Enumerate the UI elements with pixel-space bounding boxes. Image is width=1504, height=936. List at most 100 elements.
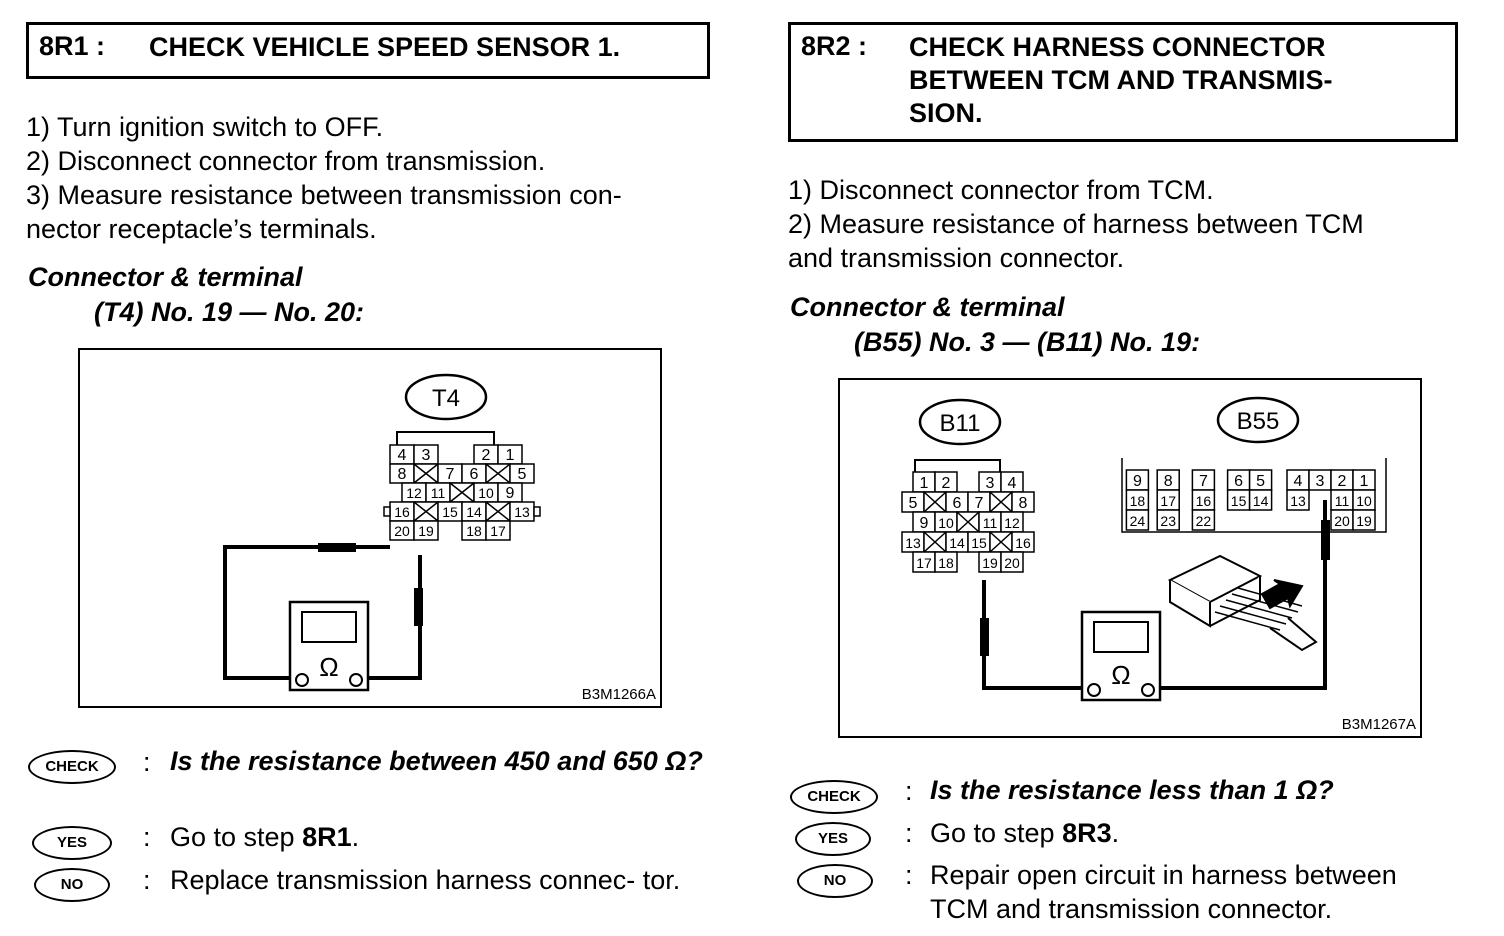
no-text-line-1: Repair open circuit in harness between (930, 860, 1397, 890)
empty-cavity-mark (449, 482, 475, 503)
b55-housing (1121, 458, 1387, 533)
t4-pin-7: 7 (446, 466, 455, 483)
b11-pin-15: 15 (971, 535, 987, 551)
b11-pin-4: 4 (1008, 475, 1017, 492)
step-8r1-header: 8R1 : CHECK VEHICLE SPEED SENSOR 1. (26, 22, 710, 79)
t4-pin-20: 20 (394, 523, 410, 539)
t4-pin-14: 14 (466, 504, 482, 520)
ohm-symbol: Ω (1111, 660, 1130, 690)
t4-pin-16: 16 (394, 504, 410, 520)
figure-code: B3M1267A (1342, 716, 1416, 733)
t4-label-oval (404, 373, 488, 421)
empty-cavity-mark (956, 511, 980, 533)
lead-wire-right (352, 555, 422, 680)
b11-label-oval (918, 398, 1002, 446)
yes-text: Go to step 8R1. (170, 820, 359, 854)
step-title-line-2: BETWEEN TCM AND TRANSMIS- (909, 65, 1333, 95)
b11-pin-2: 2 (942, 475, 951, 492)
step-title-line-3: SION. (909, 98, 983, 128)
b11-pin-19: 19 (982, 555, 998, 571)
b55-pin-17: 17 (1160, 493, 1176, 509)
figure-code: B3M1266A (582, 686, 656, 703)
no-colon: : (905, 860, 913, 890)
b11-pin-10: 10 (938, 515, 954, 531)
probe-left (318, 543, 356, 552)
b55-pin-13-cell (1286, 489, 1310, 511)
no-text: Replace transmission harness connec- tor… (170, 865, 681, 895)
b11-pin-3: 3 (986, 475, 995, 492)
instruction-list: 1) Disconnect connector from TCM. 2) Mea… (788, 173, 1468, 275)
t4-side-tab (383, 506, 391, 517)
yes-badge: YES (795, 822, 871, 856)
b55-pin-15: 15 (1231, 493, 1247, 509)
b55-pin-23: 23 (1160, 513, 1176, 529)
b11-pin-14: 14 (949, 535, 965, 551)
probe-right (414, 588, 423, 626)
empty-cavity-mark (413, 463, 439, 484)
empty-cavity-mark (989, 531, 1013, 553)
meter-jack-2 (349, 673, 363, 687)
t4-pin-12: 12 (406, 485, 422, 501)
b55-pin-4: 4 (1294, 473, 1303, 490)
no-text: Repair open circuit in harness between T… (930, 858, 1397, 926)
t4-label: T4 (432, 385, 460, 412)
t4-pin-3: 3 (422, 447, 431, 464)
b55-pin-11: 11 (1335, 493, 1350, 509)
b55-pin-6: 6 (1234, 473, 1243, 490)
empty-cavity-mark (413, 501, 439, 522)
empty-cavity-mark (989, 491, 1013, 513)
step-8r2-header: 8R2 : CHECK HARNESS CONNECTOR BETWEEN TC… (788, 22, 1458, 142)
b55-pin-7: 7 (1199, 473, 1208, 490)
check-colon: : (143, 747, 151, 777)
instruction-2: 2) Disconnect connector from transmissio… (26, 146, 546, 176)
b11-pin-16: 16 (1015, 535, 1031, 551)
b55-pin-8: 8 (1164, 473, 1173, 490)
lead-wire-left (223, 545, 390, 680)
check-question: Is the resistance less than 1 Ω? (930, 775, 1334, 805)
b55-pin-1: 1 (1360, 473, 1369, 490)
b55-pin-5: 5 (1256, 473, 1265, 490)
b11-pin-13: 13 (905, 535, 921, 551)
t4-pin-10: 10 (478, 485, 494, 501)
yes-text: Go to step 8R3. (930, 816, 1119, 850)
check-question: Is the resistance between 450 and 650 Ω? (170, 746, 703, 776)
yes-colon: : (143, 822, 151, 852)
meter-jack-1 (1087, 683, 1101, 697)
empty-cavity-mark (485, 463, 511, 484)
b55-pin-20: 20 (1334, 513, 1350, 529)
yes-suffix: . (1111, 818, 1120, 848)
instruction-3: 3) Measure resistance between transmissi… (26, 180, 622, 210)
b11-pin-1: 1 (920, 475, 929, 492)
yes-suffix: . (351, 822, 360, 852)
b11-pin-11: 11 (983, 515, 998, 531)
t4-pin-19: 19 (418, 523, 434, 539)
t4-pin-6: 6 (470, 466, 479, 483)
t4-pin-19-cell (413, 520, 439, 541)
lead-wire-b55 (1150, 500, 1327, 690)
yes-prefix: Go to step (170, 822, 303, 852)
b11-pin-8: 8 (1019, 495, 1028, 512)
b11-pin-9: 9 (920, 515, 929, 532)
step-id: 8R2 : (801, 31, 868, 61)
empty-cavity-mark (485, 501, 511, 522)
t4-pin-5: 5 (518, 466, 527, 483)
b11-lock-tab (914, 459, 1001, 472)
b55-pin-3: 3 (1316, 473, 1325, 490)
ohm-symbol: Ω (319, 652, 338, 682)
t4-pin-15: 15 (442, 504, 458, 520)
probe-b55 (1321, 520, 1330, 560)
yes-step-link[interactable]: 8R3 (1062, 818, 1112, 848)
instruction-1: 1) Disconnect connector from TCM. (788, 175, 1214, 205)
b55-pin-18: 18 (1130, 493, 1146, 509)
b55-pin-19: 19 (1356, 513, 1372, 529)
b11-pin-7: 7 (975, 495, 984, 512)
b11-pin-20: 20 (1004, 555, 1020, 571)
connector-heading: Connector & terminal (28, 262, 303, 292)
yes-step-link[interactable]: 8R1 (302, 822, 352, 852)
probe-b11 (980, 618, 989, 656)
